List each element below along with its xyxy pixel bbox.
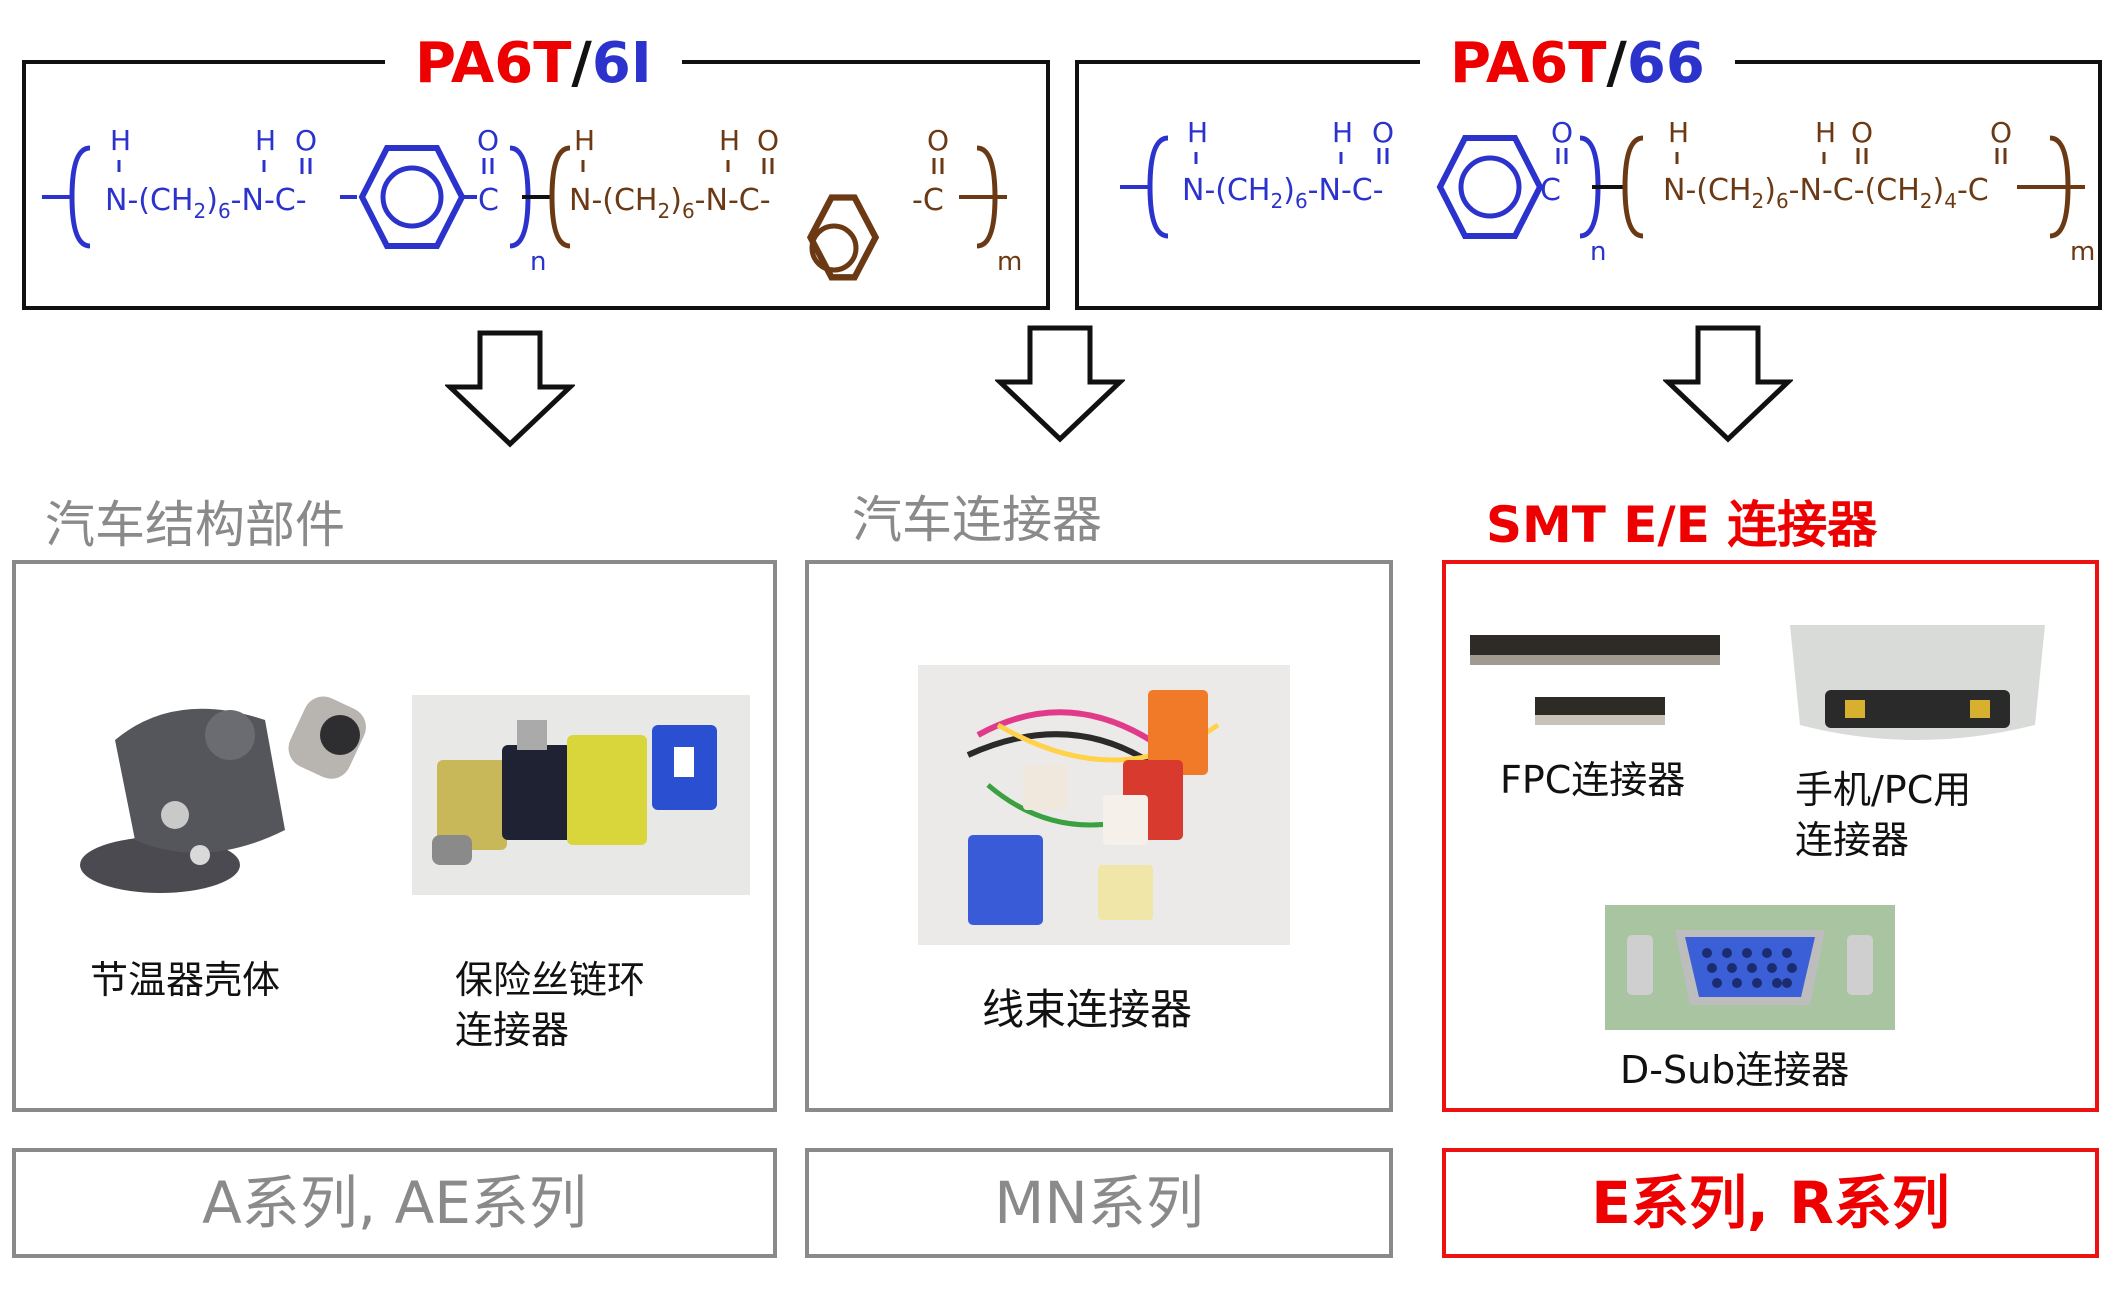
formula-carbonyl: C (1540, 173, 1561, 208)
item-label-thermostat-housing: 节温器壳体 (90, 958, 281, 1002)
formula-h-4: H (1815, 116, 1836, 149)
item-label-fpc-connector: FPC连接器 (1500, 758, 1686, 802)
series-box-smt-connector: E系列, R系列 (1442, 1148, 2099, 1258)
fpc-connector-photo (1470, 635, 1720, 725)
formula-seg-e: ) (1932, 173, 1944, 208)
formula-carbonyl-2: -C (912, 183, 944, 218)
formula-n: n (1590, 237, 1606, 267)
formula-h-3: H (574, 124, 595, 157)
polymer-name-part1: PA6T (1450, 31, 1607, 96)
formula-m: m (2070, 237, 2095, 267)
formula-seg-a-2: N-(CH (1663, 173, 1751, 208)
item-label-wire-harness-connector: 线束连接器 (982, 985, 1193, 1034)
formula-sub2-2: 2 (1751, 189, 1764, 213)
formula-seg-c-2: -N-C- (695, 183, 771, 218)
formula-seg-b-2: ) (670, 183, 682, 218)
item-label-phone-pc-connector: 手机/PC用 连接器 (1795, 768, 1972, 862)
polymer-name-part2: 6I (591, 31, 652, 96)
item-label-d-sub-connector: D-Sub连接器 (1620, 1048, 1850, 1092)
svg-text:N-(CH2)6-N-C-: N-(CH2)6-N-C- (569, 183, 771, 223)
formula-sub2-2: 2 (657, 199, 670, 223)
polymer-title-pa6t-66: PA6T/66 (1420, 36, 1735, 92)
formula-sub2-3: 2 (1920, 189, 1933, 213)
polymer-formula-pa6t-6i: H N-(CH2)6-N-C- H O O C n H N-(CH2)6-N-C… (42, 124, 1022, 281)
formula-h-2: H (1332, 116, 1353, 149)
svg-text:N-(CH2)6-N-C-: N-(CH2)6-N-C- (1182, 173, 1384, 213)
d-sub-connector-photo (1605, 905, 1895, 1030)
down-arrow-icon (445, 330, 575, 448)
formula-o-3: O (1851, 116, 1873, 149)
formula-sub6: 6 (218, 199, 231, 223)
formula-seg-b: ) (1283, 173, 1295, 208)
formula-m: m (997, 247, 1022, 277)
phone-pc-connector-photo (1790, 625, 2045, 740)
formula-sub2: 2 (1270, 189, 1283, 213)
polymer-formula-pa6t-66: H N-(CH2)6-N-C- H O O C n H N-(CH2)6-N-C… (1120, 116, 2095, 267)
thermostat-housing-photo (55, 680, 375, 895)
formula-h-4: H (719, 124, 740, 157)
polymer-name-separator: / (571, 31, 592, 96)
formula-seg-c: -N-C- (231, 183, 307, 218)
formula-h: H (110, 124, 131, 157)
formula-sub4: 4 (1944, 189, 1957, 213)
polymer-name-separator: / (1606, 31, 1627, 96)
category-title-auto-connector: 汽车连接器 (852, 491, 1102, 549)
formula-h-2: H (255, 124, 276, 157)
benzene-ring-icon (806, 194, 880, 281)
formula-h-3: H (1668, 116, 1689, 149)
formula-o: O (295, 124, 317, 157)
formula-seg-a: N-(CH (1182, 173, 1270, 208)
formula-o: O (1372, 116, 1394, 149)
down-arrow-icon (995, 325, 1125, 443)
series-box-auto-structural: A系列, AE系列 (12, 1148, 777, 1258)
formula-n: n (530, 247, 546, 277)
formula-seg-a-2: N-(CH (569, 183, 657, 218)
formula-seg-d: -N-C-(CH (1789, 173, 1920, 208)
formula-seg-b: ) (206, 183, 218, 218)
formula-sub6-2: 6 (1776, 189, 1789, 213)
formula-h: H (1187, 116, 1208, 149)
formula-sub6-2: 6 (682, 199, 695, 223)
formula-o-4: O (927, 124, 949, 157)
benzene-ring-icon (1436, 135, 1544, 239)
svg-text:N-(CH2)6-N-C-: N-(CH2)6-N-C- (105, 183, 307, 223)
polymer-title-pa6t-6i: PA6T/6I (385, 36, 682, 92)
formula-sub2: 2 (193, 199, 206, 223)
formula-o-2: O (1551, 116, 1573, 149)
down-arrow-icon (1663, 325, 1793, 443)
formula-carbonyl: C (478, 183, 499, 218)
formula-seg-c: -N-C- (1308, 173, 1384, 208)
formula-o-4: O (1990, 116, 2012, 149)
formula-seg-b-2: ) (1764, 173, 1776, 208)
benzene-ring-icon (358, 145, 466, 249)
formula-sub6: 6 (1295, 189, 1308, 213)
polymer-name-part1: PA6T (415, 31, 572, 96)
formula-o-2: O (477, 124, 499, 157)
category-title-auto-structural: 汽车结构部件 (45, 496, 345, 554)
wire-harness-connector-photo (918, 665, 1290, 945)
formula-o-3: O (757, 124, 779, 157)
svg-text:N-(CH2)6-N-C-(CH2)4-C: N-(CH2)6-N-C-(CH2)4-C (1663, 173, 1989, 213)
item-label-fuse-link-connector: 保险丝链环 连接器 (455, 958, 646, 1052)
series-box-auto-connector: MN系列 (805, 1148, 1393, 1258)
polymer-name-part2: 66 (1626, 31, 1705, 96)
fuse-link-connector-photo (412, 695, 750, 895)
category-title-smt-connector: SMT E/E 连接器 (1486, 496, 1878, 554)
formula-seg-a: N-(CH (105, 183, 193, 218)
formula-seg-f: -C (1957, 173, 1989, 208)
